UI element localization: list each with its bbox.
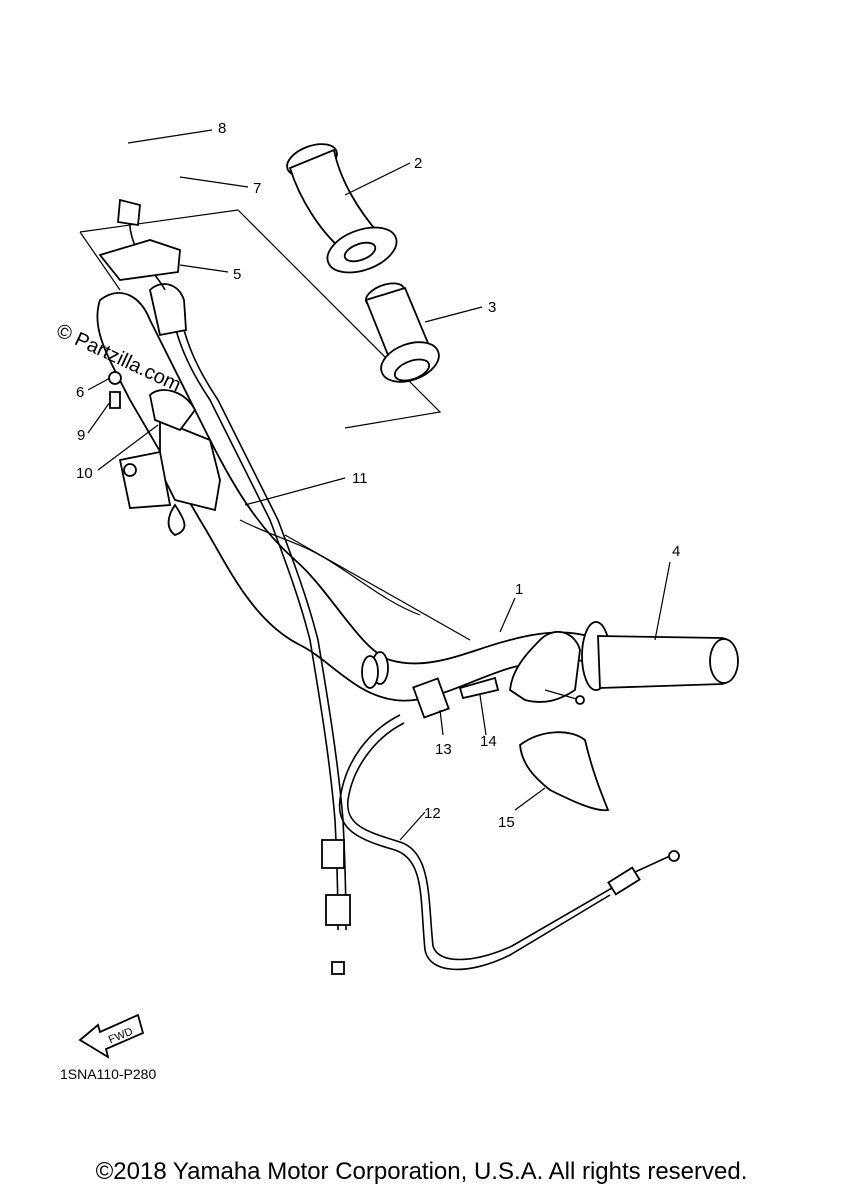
callout-2: 2 <box>414 155 422 172</box>
callout-1: 1 <box>515 581 523 598</box>
lever-cover <box>519 731 610 812</box>
fwd-arrow-icon: FWD <box>78 1013 145 1059</box>
bolt-9 <box>109 391 121 409</box>
callout-9: 9 <box>77 427 85 444</box>
clutch-lever-holder <box>509 630 581 703</box>
callout-11: 11 <box>352 470 368 487</box>
callout-5: 5 <box>233 266 241 283</box>
throttle-tube <box>364 282 440 383</box>
subassembly-outline <box>79 209 442 429</box>
callout-8: 8 <box>218 120 226 137</box>
callout-4: 4 <box>672 543 680 560</box>
copyright-notice: ©2018 Yamaha Motor Corporation, U.S.A. A… <box>95 1158 748 1185</box>
callout-12: 12 <box>424 805 441 822</box>
callout-13: 13 <box>435 741 452 758</box>
left-grip <box>286 143 398 274</box>
adjuster-bolt <box>458 676 500 700</box>
cable-adjuster <box>412 677 450 719</box>
right-grip <box>581 621 739 691</box>
callout-3: 3 <box>488 299 496 316</box>
callout-10: 10 <box>76 465 93 482</box>
clutch-cable <box>338 714 611 971</box>
diagram-code: 1SNA110-P280 <box>60 1066 157 1082</box>
bolt-6 <box>108 371 122 385</box>
callout-6: 6 <box>76 384 84 401</box>
callout-7: 7 <box>253 180 261 197</box>
throttle-housing <box>118 389 221 536</box>
callout-15: 15 <box>498 814 515 831</box>
leader-lines <box>87 129 671 841</box>
callout-14: 14 <box>480 733 497 750</box>
throttle-cable <box>169 299 339 931</box>
throttle-cable-top <box>98 198 187 337</box>
